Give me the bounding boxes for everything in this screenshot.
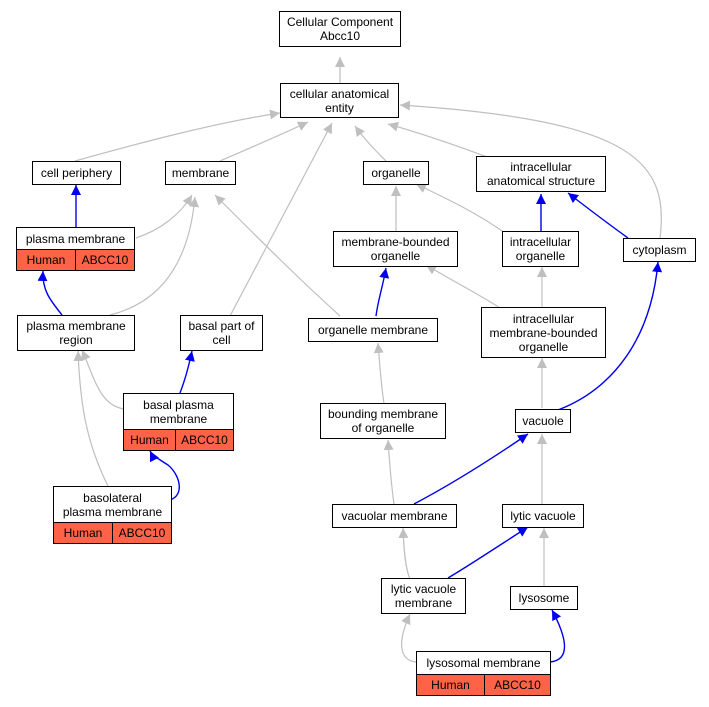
edge-lysm-lys bbox=[549, 609, 566, 663]
edge-pm-membrane bbox=[135, 194, 193, 239]
edge-cyto-cae bbox=[399, 100, 662, 239]
annotation-row: Human ABCC10 bbox=[17, 250, 134, 270]
node-label: organelle membrane bbox=[317, 323, 429, 337]
node-head: plasma membrane bbox=[17, 228, 134, 250]
is-a-edges bbox=[73, 57, 662, 663]
edge-io-organelle bbox=[415, 183, 506, 234]
edge-vm-vac bbox=[413, 433, 529, 505]
node-label: membrane-bounded organelle bbox=[341, 235, 450, 263]
node-cell-periphery[interactable]: cell periphery bbox=[32, 161, 121, 185]
gene-cell: ABCC10 bbox=[113, 523, 171, 543]
node-head: lysosomal membrane bbox=[417, 652, 550, 675]
annotation-row: Human ABCC10 bbox=[54, 523, 171, 543]
species-cell: Human bbox=[417, 675, 485, 695]
edge-bpc-bpm bbox=[179, 350, 195, 394]
node-intracellular-organelle[interactable]: intracellular organelle bbox=[502, 231, 579, 267]
node-basal-part-of-cell[interactable]: basal part of cell bbox=[180, 315, 263, 351]
node-label: plasma membrane bbox=[25, 231, 126, 246]
node-lytic-vacuole-membrane[interactable]: lytic vacuole membrane bbox=[381, 578, 466, 614]
species-cell: Human bbox=[124, 430, 176, 450]
node-label: plasma membrane region bbox=[26, 319, 126, 347]
node-bounding-membrane-of-organelle[interactable]: bounding membrane of organelle bbox=[320, 403, 446, 439]
node-label: intracellular anatomical structure bbox=[486, 160, 596, 188]
species-cell: Human bbox=[54, 523, 113, 543]
node-label: lysosome bbox=[518, 591, 570, 605]
node-label: lytic vacuole membrane bbox=[390, 582, 457, 610]
edge-imbo-mbo bbox=[425, 264, 501, 309]
node-organelle[interactable]: organelle bbox=[363, 161, 429, 185]
edge-ias-cae bbox=[387, 121, 491, 159]
node-label: vacuole bbox=[522, 414, 564, 428]
edge-vm-bmo bbox=[383, 439, 395, 505]
node-label: cellular anatomical entity bbox=[289, 86, 390, 115]
node-label: basal part of cell bbox=[188, 319, 255, 347]
gene-cell: ABCC10 bbox=[485, 675, 550, 695]
node-label: Cellular Component Abcc10 bbox=[286, 15, 394, 43]
node-intracellular-membrane-bounded-organelle[interactable]: intracellular membrane-bounded organelle bbox=[481, 307, 606, 358]
node-label: intracellular organelle bbox=[509, 235, 572, 263]
node-plasma-membrane-region[interactable]: plasma membrane region bbox=[17, 315, 135, 351]
node-label: cell periphery bbox=[40, 166, 113, 180]
node-lysosome[interactable]: lysosome bbox=[510, 586, 578, 610]
node-label: membrane bbox=[171, 166, 230, 180]
node-intracellular-anatomical-structure[interactable]: intracellular anatomical structure bbox=[476, 156, 606, 192]
annotation-row: Human ABCC10 bbox=[417, 675, 550, 695]
edge-cyto-ias bbox=[567, 192, 629, 239]
edge-blpm-bpm bbox=[149, 450, 180, 501]
node-label: lysosomal membrane bbox=[426, 656, 541, 670]
edge-lysm-lvm bbox=[401, 613, 417, 663]
node-label: cytoplasm bbox=[632, 243, 687, 257]
node-basal-plasma-membrane[interactable]: basal plasma membrane Human ABCC10 bbox=[123, 393, 234, 451]
node-cytoplasm[interactable]: cytoplasm bbox=[623, 238, 696, 262]
node-basolateral-plasma-membrane[interactable]: basolateral plasma membrane Human ABCC10 bbox=[53, 486, 172, 544]
edge-om-mbo bbox=[375, 267, 390, 317]
node-head: basal plasma membrane bbox=[124, 394, 233, 430]
node-lytic-vacuole[interactable]: lytic vacuole bbox=[502, 504, 584, 528]
node-head: basolateral plasma membrane bbox=[54, 487, 171, 523]
node-membrane-bounded-organelle[interactable]: membrane-bounded organelle bbox=[333, 231, 458, 267]
annotation-row: Human ABCC10 bbox=[124, 430, 233, 450]
gene-cell: ABCC10 bbox=[176, 430, 233, 450]
node-label: bounding membrane of organelle bbox=[327, 407, 439, 435]
edge-organelle-cae bbox=[354, 125, 387, 162]
node-vacuole[interactable]: vacuole bbox=[515, 409, 571, 433]
edge-cellper-cae bbox=[74, 109, 281, 162]
node-organelle-membrane[interactable]: organelle membrane bbox=[308, 318, 438, 342]
edge-membrane-cae bbox=[219, 121, 309, 162]
node-label: basal plasma membrane bbox=[143, 397, 214, 426]
gene-cell: ABCC10 bbox=[76, 250, 134, 270]
edge-bpm-pmr bbox=[81, 349, 125, 410]
node-label: lytic vacuole bbox=[510, 509, 576, 523]
edge-lvm-vm bbox=[398, 527, 411, 580]
edge-pmr-membrane bbox=[109, 196, 200, 316]
node-cellular-anatomical-entity[interactable]: cellular anatomical entity bbox=[280, 83, 399, 118]
node-label: basolateral plasma membrane bbox=[62, 490, 163, 519]
edge-bmo-om bbox=[373, 342, 385, 405]
node-lysosomal-membrane[interactable]: lysosomal membrane Human ABCC10 bbox=[416, 651, 551, 696]
node-membrane[interactable]: membrane bbox=[165, 161, 236, 185]
edge-pmr-pm bbox=[37, 270, 63, 316]
edge-lvm-lv bbox=[447, 526, 529, 579]
edge-bpc-cae bbox=[229, 122, 333, 317]
node-cellular-component-root[interactable]: Cellular Component Abcc10 bbox=[279, 11, 401, 47]
edge-blpm-pmr bbox=[73, 350, 109, 487]
species-cell: Human bbox=[17, 250, 76, 270]
node-label: organelle bbox=[371, 166, 421, 180]
node-vacuolar-membrane[interactable]: vacuolar membrane bbox=[332, 504, 457, 528]
node-label: intracellular membrane-bounded organelle bbox=[489, 311, 598, 354]
node-label: vacuolar membrane bbox=[341, 509, 448, 523]
node-plasma-membrane[interactable]: plasma membrane Human ABCC10 bbox=[16, 227, 135, 271]
edge-om-membrane bbox=[214, 194, 341, 317]
